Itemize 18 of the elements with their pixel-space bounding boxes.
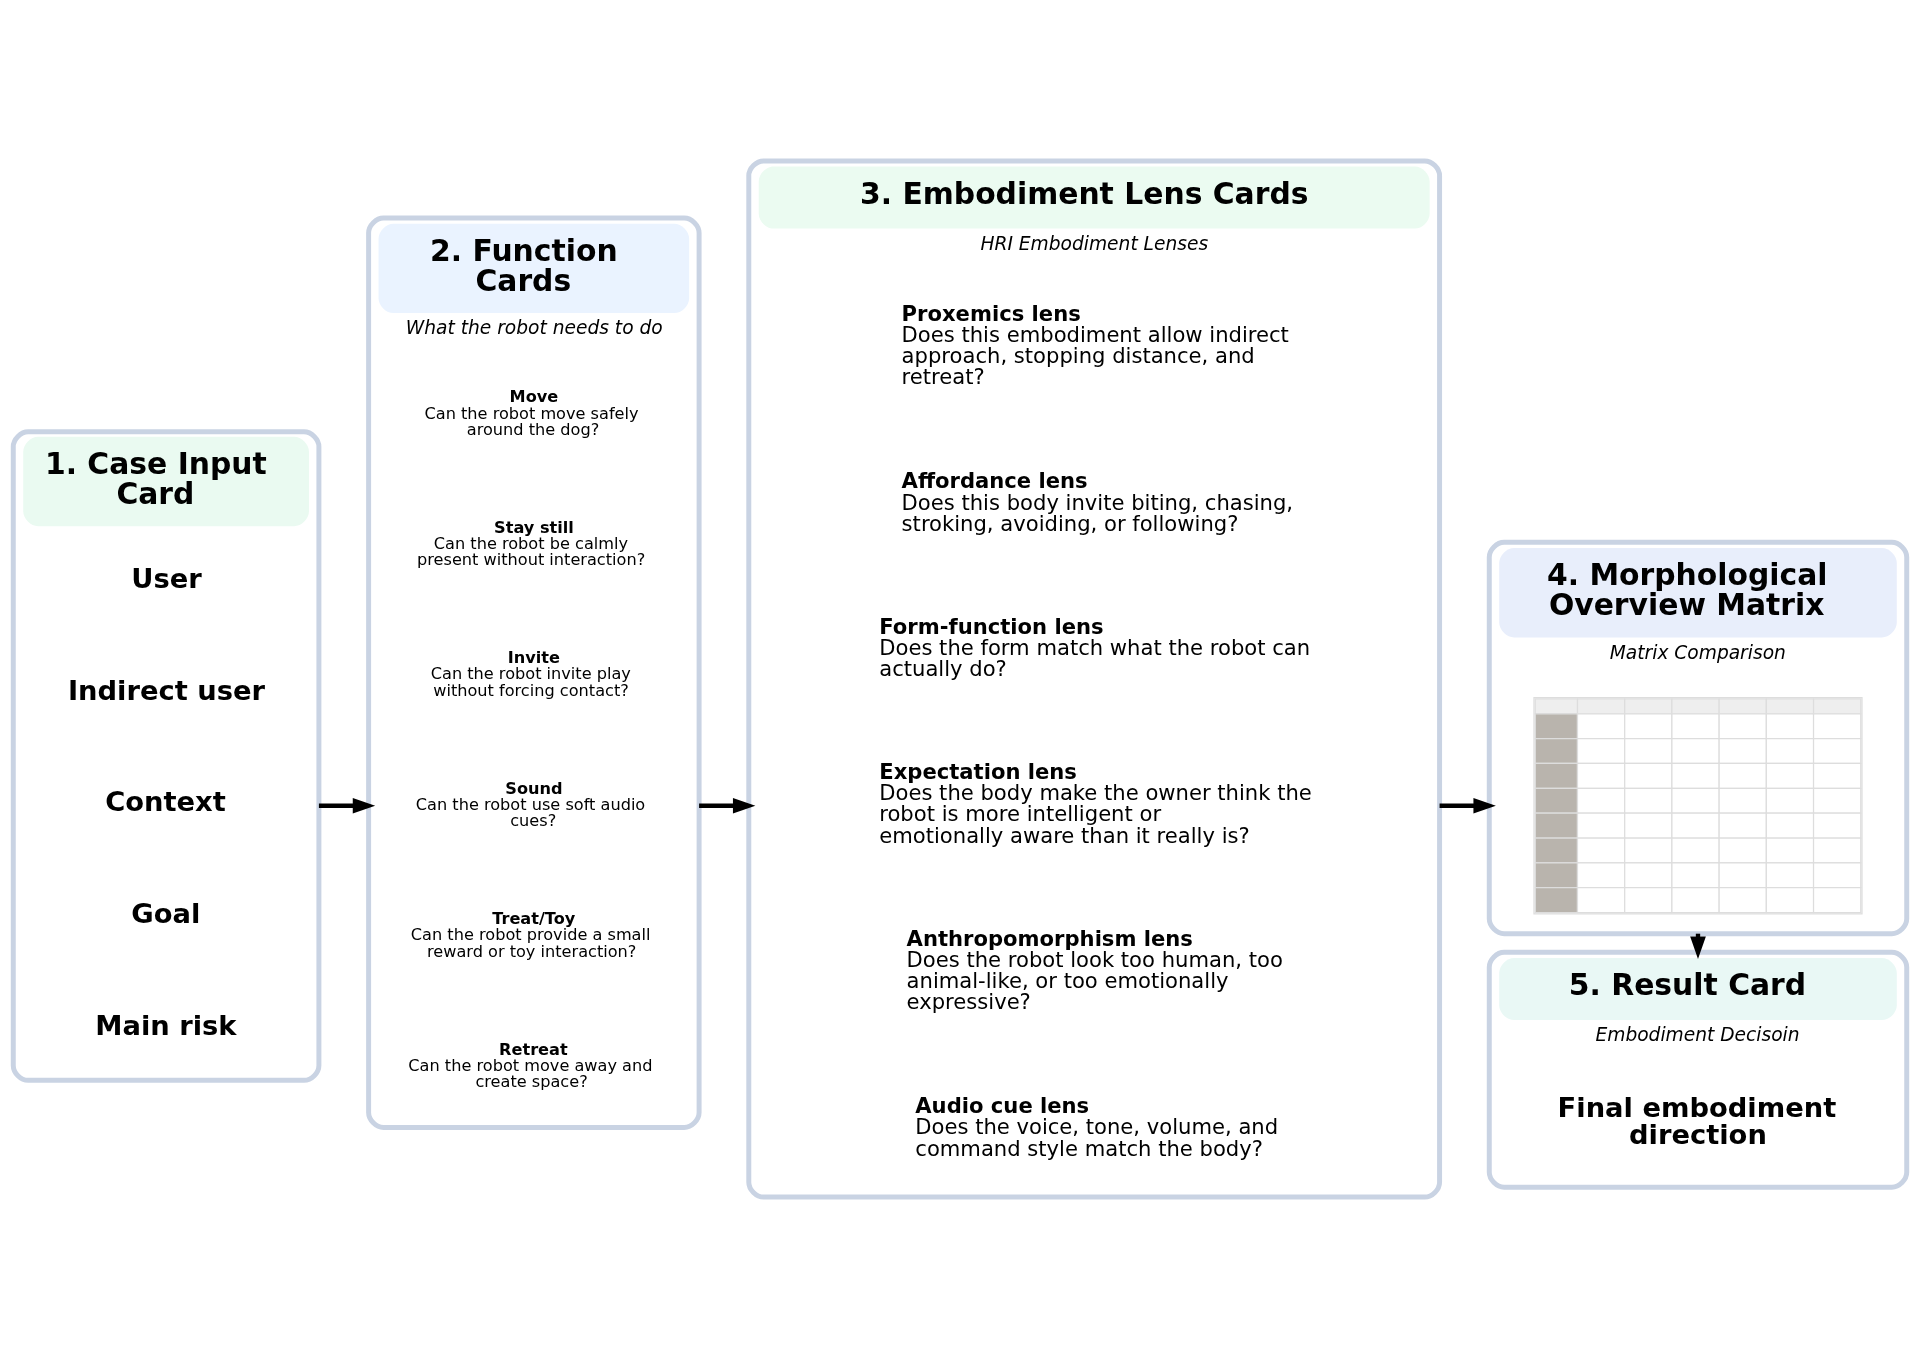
- node-text: Stay still Can the robot be calmly present without interaction?: [417, 517, 646, 569]
- node-text: Goal: [131, 897, 201, 929]
- node-text: Final embodiment direction: [1557, 1091, 1837, 1150]
- node-text: Invite Can the robot invite play without forcing contact?: [430, 647, 631, 700]
- node-text: Form-function lens Does the form match what the robot can actually do?: [879, 613, 1311, 681]
- node-text: Sound Can the robot use soft audio cues?: [415, 778, 646, 830]
- node-text: Expectation lens Does the body make the owner think the robot is more intelligent or emotionally aware than it really is?: [879, 758, 1312, 847]
- node-text: Proxemics lens Does this embodiment allow indirect approach, stopping distance, and retreat?: [901, 300, 1289, 389]
- node-text: Retreat Can the robot move away and create space?: [408, 1039, 653, 1091]
- node-text: Anthropomorphism lens Does the robot look too human, too animal-like, or too emotionally expressive?: [906, 925, 1283, 1014]
- node-text: User: [131, 562, 202, 594]
- node-text: Indirect user: [67, 674, 266, 706]
- node-text: Audio cue lens Does the voice, tone, volume, and command style match the body?: [915, 1092, 1279, 1161]
- node-text: Main risk: [95, 1009, 237, 1041]
- node-text: Context: [105, 785, 226, 817]
- node-text: Move Can the robot move safely around the dog?: [424, 386, 639, 439]
- node-text: Affordance lens Does this body invite biting, chasing, stroking, avoiding, or following?: [901, 467, 1294, 536]
- node-text: Treat/Toy Can the robot provide a small reward or toy interaction?: [410, 908, 651, 961]
